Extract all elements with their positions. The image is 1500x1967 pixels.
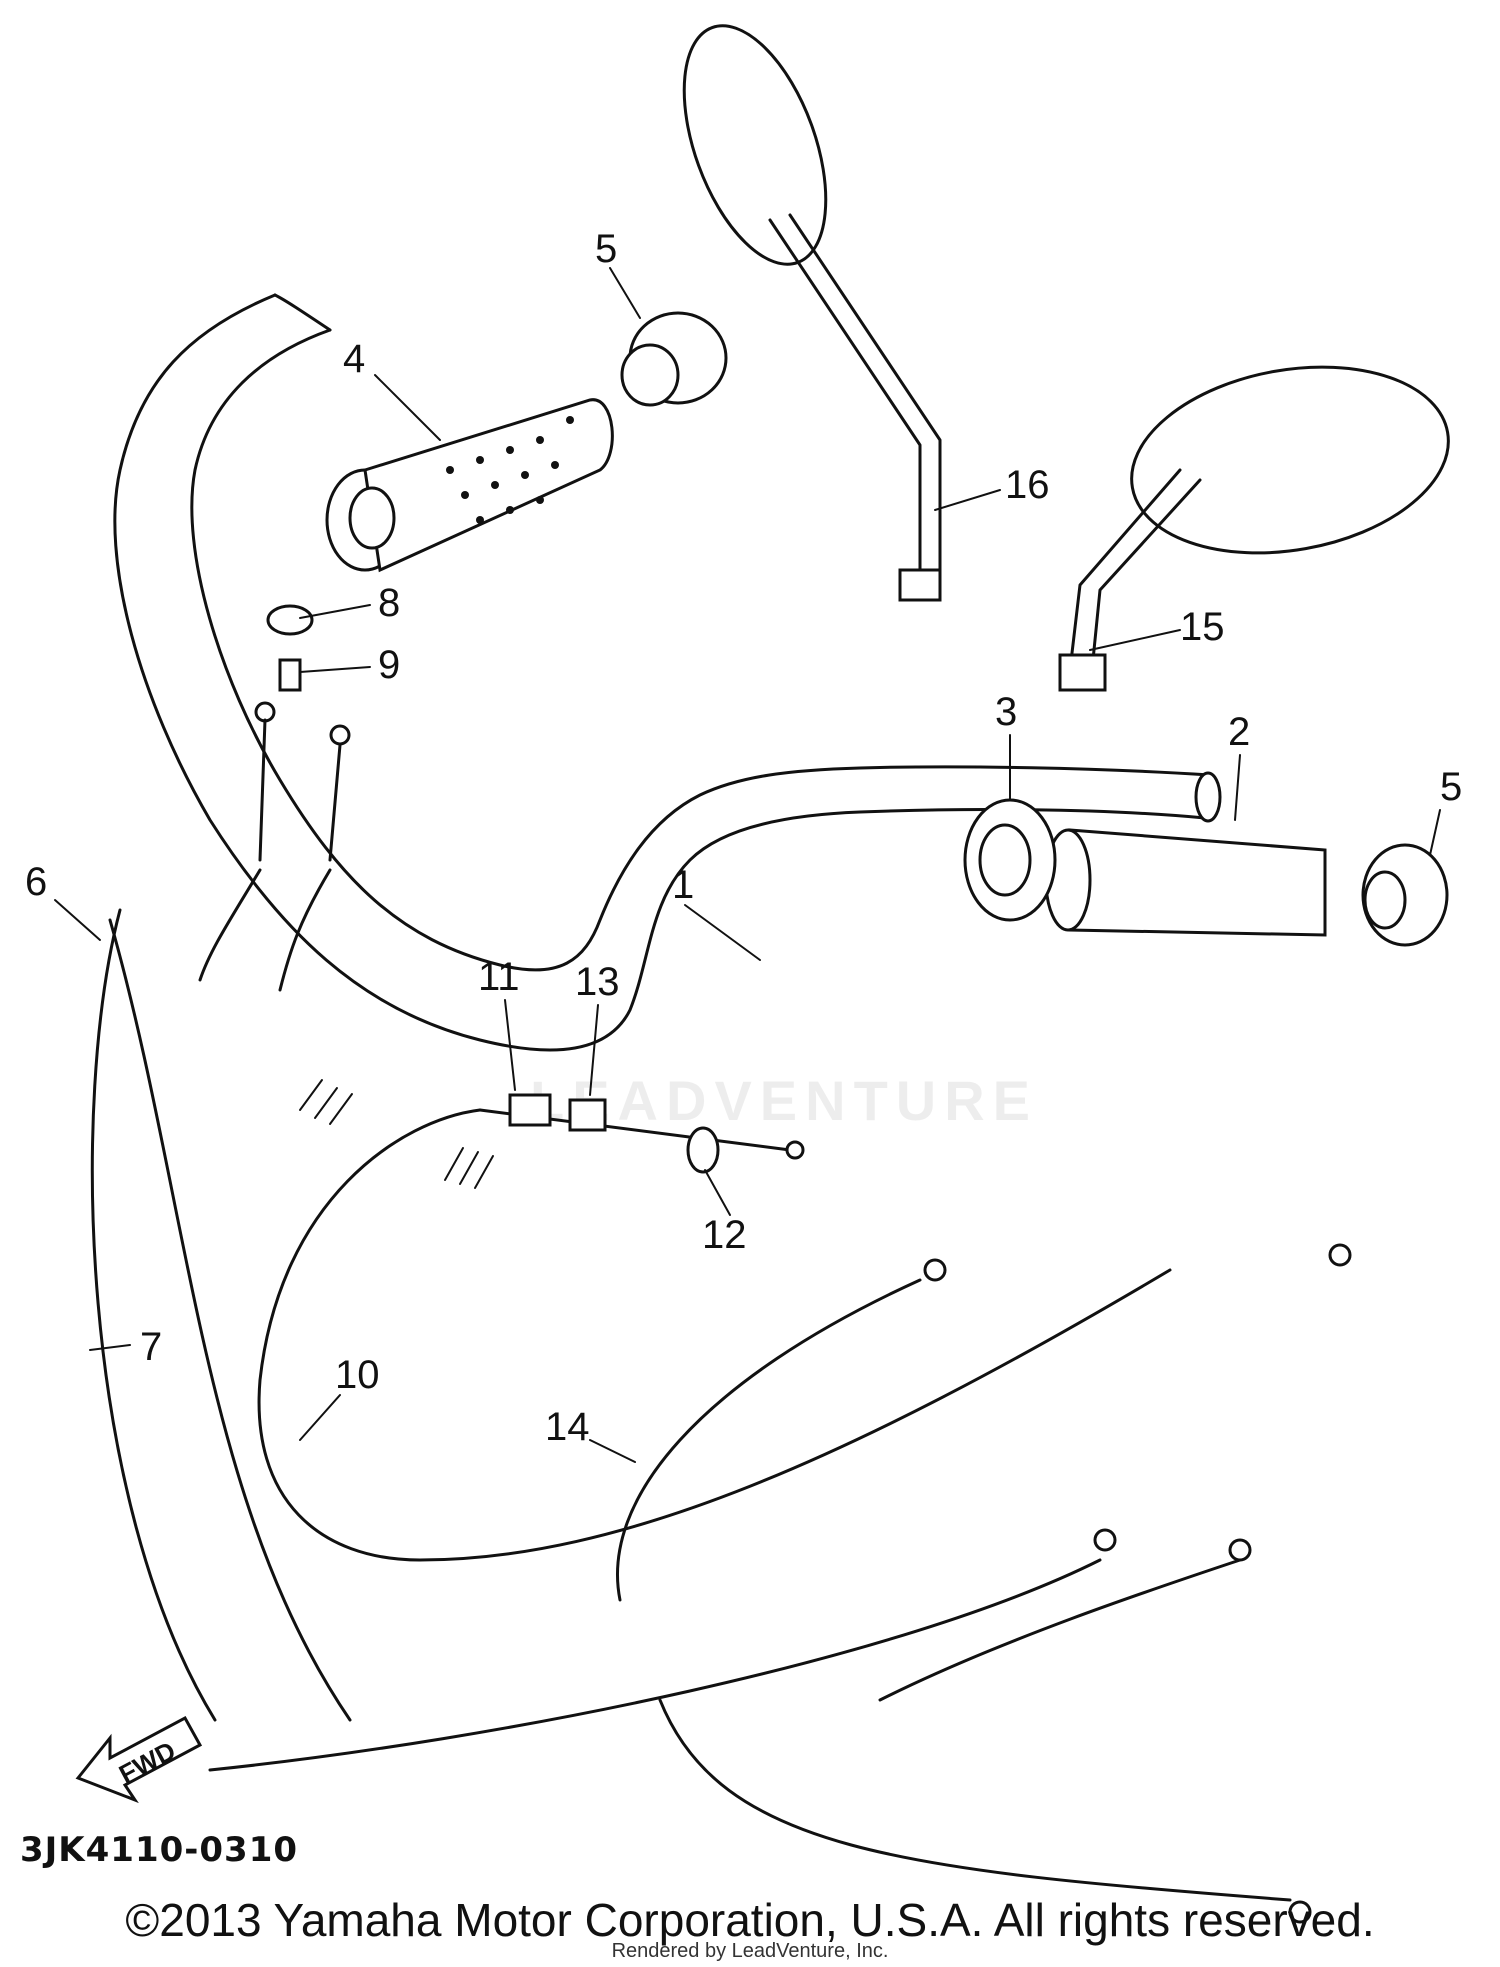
part-label-2: 2 xyxy=(1228,710,1250,754)
part-label-5-top: 5 xyxy=(595,227,617,271)
part-label-10: 10 xyxy=(335,1353,380,1397)
throttle-grip xyxy=(325,398,614,573)
part-label-14: 14 xyxy=(545,1405,590,1449)
watermark-text: LEADVENTURE xyxy=(530,1069,1039,1132)
grip-right xyxy=(1044,828,1327,937)
rendered-by-notice: Rendered by LeadVenture, Inc. xyxy=(611,1940,889,1962)
fwd-arrow: FWD xyxy=(75,1715,203,1804)
handlebar xyxy=(113,293,1222,1189)
grip-end-right xyxy=(1361,843,1449,947)
part-label-6: 6 xyxy=(25,860,47,904)
mirror-left xyxy=(682,24,942,602)
brake-cables xyxy=(208,1243,1352,1924)
leader-lines xyxy=(54,267,1441,1463)
throttle-cables xyxy=(90,701,352,1722)
diagram-code: 3JK4110-0310 xyxy=(20,1830,299,1870)
part-label-15: 15 xyxy=(1180,605,1225,649)
part-label-5-right: 5 xyxy=(1440,765,1462,809)
part-label-11: 11 xyxy=(478,955,520,999)
cable-holder xyxy=(266,604,314,636)
screw xyxy=(278,658,302,692)
part-label-16: 16 xyxy=(1005,463,1050,507)
part-label-4: 4 xyxy=(343,337,365,381)
copyright-notice: ©2013 Yamaha Motor Corporation, U.S.A. A… xyxy=(125,1894,1375,1946)
part-label-3: 3 xyxy=(995,690,1017,734)
part-label-12: 12 xyxy=(702,1213,747,1257)
collar xyxy=(963,798,1057,922)
part-label-1: 1 xyxy=(672,863,694,907)
part-label-9: 9 xyxy=(378,643,400,687)
part-label-7: 7 xyxy=(140,1325,162,1369)
clutch-cable xyxy=(257,1093,1172,1562)
grip-end-left xyxy=(620,311,728,407)
mirror-right xyxy=(1058,365,1450,692)
part-label-13: 13 xyxy=(575,960,620,1004)
part-label-8: 8 xyxy=(378,581,400,625)
